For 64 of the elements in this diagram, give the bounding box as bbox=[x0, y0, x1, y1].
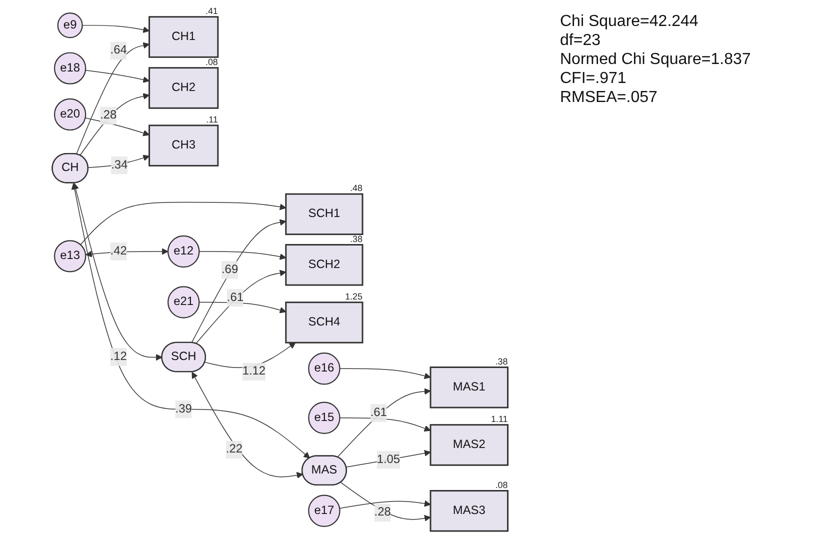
arrow bbox=[339, 368, 431, 380]
arrow bbox=[339, 417, 431, 432]
node-circle: e9 bbox=[57, 12, 83, 38]
arrow bbox=[85, 70, 150, 83]
arrow bbox=[84, 117, 150, 136]
node-circle: e17 bbox=[308, 494, 340, 527]
r-squared-value: .11 bbox=[206, 114, 218, 124]
node-box: SCH4 bbox=[285, 302, 364, 344]
edge-label: .28 bbox=[374, 506, 391, 519]
arrow bbox=[72, 183, 162, 361]
r-squared-value: .48 bbox=[350, 183, 363, 194]
r-squared-value: .38 bbox=[350, 234, 363, 244]
arrow bbox=[196, 270, 286, 344]
arrow bbox=[339, 500, 431, 509]
arrow bbox=[340, 482, 431, 522]
fit-statistic: Normed Chi Square=1.837 bbox=[560, 50, 751, 69]
node-circle: e18 bbox=[54, 52, 86, 84]
node-box: CH1 bbox=[148, 16, 219, 58]
node-box: SCH2 bbox=[285, 244, 364, 286]
node-circle: e12 bbox=[167, 235, 200, 268]
edge-label: .39 bbox=[175, 402, 192, 416]
arrow bbox=[191, 219, 286, 344]
edge-label: 1.05 bbox=[376, 453, 400, 466]
edge-label: .22 bbox=[226, 443, 243, 456]
arrow bbox=[204, 342, 296, 368]
r-squared-value: 1.11 bbox=[491, 414, 508, 424]
node-circle: e21 bbox=[167, 286, 200, 318]
r-squared-value: .08 bbox=[205, 56, 218, 67]
node-box: CH3 bbox=[148, 124, 219, 166]
edge-label: 1.12 bbox=[242, 364, 266, 378]
arrow bbox=[80, 93, 150, 156]
node-box: SCH1 bbox=[285, 193, 364, 236]
edge-label: .61 bbox=[226, 291, 244, 304]
arrow bbox=[80, 202, 286, 245]
edge-label: .42 bbox=[110, 244, 127, 258]
edge-label: .61 bbox=[370, 406, 387, 420]
edge-label: .64 bbox=[110, 44, 127, 57]
edge-label: .34 bbox=[111, 158, 128, 172]
fit-statistic: df=23 bbox=[560, 31, 602, 50]
fit-statistic: CFI=.971 bbox=[560, 69, 628, 88]
fit-statistic: RMSEA=.057 bbox=[560, 88, 658, 107]
edge-label: .69 bbox=[221, 263, 238, 276]
arrow bbox=[337, 388, 431, 458]
node-circle: e20 bbox=[54, 98, 86, 131]
node-circle: e13 bbox=[54, 240, 86, 272]
node-circle: e16 bbox=[308, 352, 340, 385]
arrow bbox=[198, 302, 286, 314]
arrow bbox=[71, 183, 310, 458]
arrow bbox=[198, 251, 286, 260]
fit-statistic: Chi Square=42.244 bbox=[560, 12, 700, 31]
r-squared-value: 1.25 bbox=[345, 291, 363, 302]
node-box: CH2 bbox=[148, 67, 219, 109]
node-box: MAS3 bbox=[430, 490, 509, 532]
edge-label: .12 bbox=[110, 350, 127, 363]
arrow bbox=[192, 372, 304, 478]
node-box: MAS1 bbox=[430, 366, 509, 408]
r-squared-value: .08 bbox=[495, 480, 508, 490]
edge-label: .28 bbox=[100, 108, 117, 122]
r-squared-value: .41 bbox=[205, 6, 218, 16]
r-squared-value: .38 bbox=[495, 356, 508, 366]
arrow bbox=[76, 42, 150, 155]
node-circle: e15 bbox=[308, 402, 340, 434]
node-box: MAS2 bbox=[430, 424, 509, 466]
arrow bbox=[82, 24, 150, 33]
